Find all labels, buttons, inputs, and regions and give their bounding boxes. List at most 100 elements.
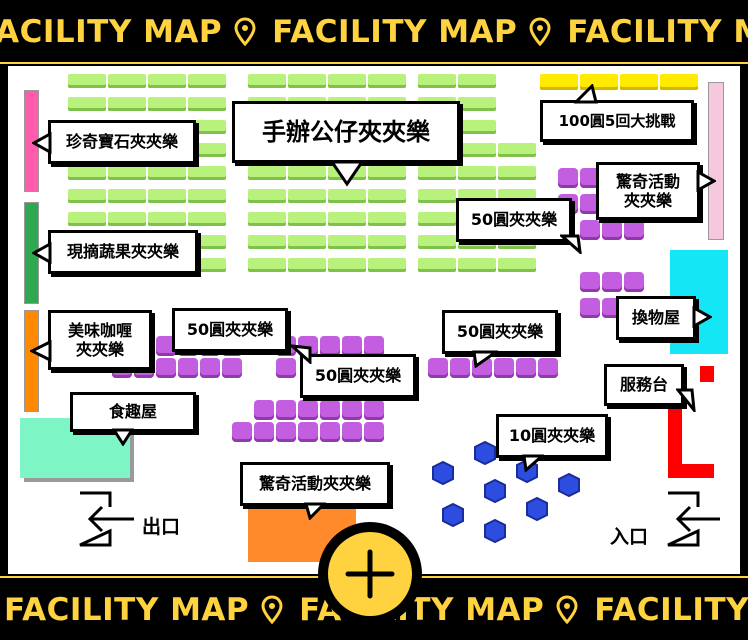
machine: [368, 74, 406, 88]
machine: [328, 235, 366, 249]
facility-map: 手辦公仔夾夾樂 珍奇寶石夾夾樂 現摘蔬果夾夾樂 美味咖喱 夾夾樂 食趣屋 100…: [8, 66, 740, 574]
machine: [148, 212, 186, 226]
machine: [328, 74, 366, 88]
exit-door[interactable]: [76, 490, 142, 552]
machine: [188, 212, 226, 226]
location-pin-icon: [529, 17, 551, 47]
machine: [368, 258, 406, 272]
machine: [368, 189, 406, 203]
machine: [458, 166, 496, 180]
machine: [458, 120, 496, 134]
callout-tail: [574, 84, 598, 104]
banner-item: FACILITY MAP: [594, 592, 748, 628]
label-50yen-d[interactable]: 50圓夾夾樂: [442, 310, 558, 354]
banner-item: FACILITY MAP: [0, 14, 258, 50]
machine: [418, 235, 456, 249]
callout-tail: [330, 160, 364, 187]
machine: [248, 74, 286, 88]
machine: [624, 272, 644, 292]
machine: [320, 422, 340, 442]
machine: [248, 189, 286, 203]
plus-icon: [345, 549, 395, 599]
machine: [620, 74, 658, 90]
machine: [450, 358, 470, 378]
label-gem-crane[interactable]: 珍奇寶石夾夾樂: [48, 120, 196, 164]
machine-hex: [558, 472, 580, 498]
machine: [148, 97, 186, 111]
machine: [368, 235, 406, 249]
machine-hex: [484, 518, 506, 544]
label-50yen-b[interactable]: 50圓夾夾樂: [172, 308, 288, 352]
machine: [328, 212, 366, 226]
callout-tail: [560, 234, 582, 254]
banner-text: FACILITY MAP: [4, 592, 250, 628]
label-surprise-right[interactable]: 驚奇活動 夾夾樂: [596, 162, 700, 220]
label-curry-crane[interactable]: 美味咖喱 夾夾樂: [48, 310, 152, 370]
label-food-house[interactable]: 食趣屋: [70, 392, 196, 432]
banner-item: FACILITY MAP: [4, 592, 285, 628]
machine: [364, 422, 384, 442]
machine: [602, 272, 622, 292]
machine: [320, 336, 340, 356]
machine: [200, 358, 220, 378]
machine: [178, 358, 198, 378]
machine: [188, 74, 226, 88]
machine: [188, 120, 226, 134]
machine: [498, 166, 536, 180]
banner-rule: [0, 62, 748, 64]
machine: [188, 189, 226, 203]
label-exchange[interactable]: 換物屋: [616, 296, 696, 340]
machine: [580, 298, 600, 318]
add-button[interactable]: [318, 522, 422, 626]
curry-wall: [24, 310, 39, 412]
machine: [418, 74, 456, 88]
label-10yen[interactable]: 10圓夾夾樂: [496, 414, 608, 458]
machine: [232, 422, 252, 442]
machine: [288, 258, 326, 272]
callout-tail: [112, 428, 134, 446]
machine: [248, 235, 286, 249]
machine: [248, 212, 286, 226]
callout-tail: [696, 170, 716, 192]
callout-tail: [32, 242, 52, 264]
label-50yen-a[interactable]: 50圓夾夾樂: [456, 198, 572, 242]
machine: [298, 400, 318, 420]
machine: [254, 422, 274, 442]
machine: [108, 189, 146, 203]
machine: [288, 212, 326, 226]
label-50yen-c[interactable]: 50圓夾夾樂: [300, 354, 416, 398]
machine: [364, 336, 384, 356]
machine: [68, 212, 106, 226]
machine: [418, 189, 456, 203]
machine: [248, 258, 286, 272]
machine: [328, 258, 366, 272]
machine: [516, 358, 536, 378]
machine: [368, 166, 406, 180]
label-fruit-crane[interactable]: 現摘蔬果夾夾樂: [48, 230, 198, 274]
machine: [602, 220, 622, 240]
machine: [276, 358, 296, 378]
label-challenge[interactable]: 100圓5回大挑戰: [540, 100, 694, 142]
machine: [148, 166, 186, 180]
machine: [498, 143, 536, 157]
machine: [188, 97, 226, 111]
machine: [156, 358, 176, 378]
machine: [148, 74, 186, 88]
banner-item: FACILITY MAP: [567, 14, 748, 50]
label-figure-crane[interactable]: 手辦公仔夾夾樂: [232, 101, 460, 163]
machine: [68, 97, 106, 111]
exit-label: 出口: [142, 516, 181, 538]
machine: [342, 400, 362, 420]
entrance-door[interactable]: [664, 490, 724, 552]
machine: [624, 220, 644, 240]
machine: [320, 400, 340, 420]
machine: [288, 166, 326, 180]
machine: [494, 358, 514, 378]
machine-hex: [442, 502, 464, 528]
location-pin-icon: [234, 17, 256, 47]
machine: [148, 189, 186, 203]
label-service[interactable]: 服務台: [604, 364, 684, 406]
label-surprise-bottom[interactable]: 驚奇活動夾夾樂: [240, 462, 390, 506]
machine: [68, 166, 106, 180]
